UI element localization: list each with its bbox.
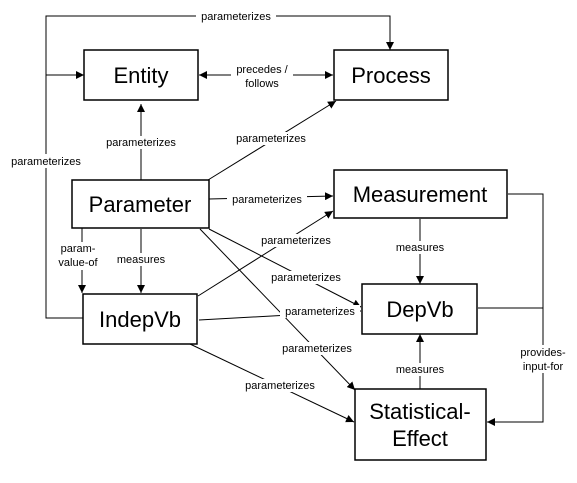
node-measurement: Measurement bbox=[333, 169, 508, 219]
label-indepvb-effect: parameterizes bbox=[245, 380, 315, 392]
label-parameter-depvb: parameterizes bbox=[271, 272, 341, 284]
node-label-entity: Entity bbox=[113, 63, 168, 88]
label-follows: follows bbox=[245, 78, 279, 90]
label-parameter-effect: parameterizes bbox=[282, 343, 352, 355]
nodes: Entity Process Parameter Measurement Ind… bbox=[71, 49, 508, 461]
label-indepvb-measurement: parameterizes bbox=[261, 235, 331, 247]
node-entity: Entity bbox=[83, 49, 199, 101]
node-process: Process bbox=[333, 49, 449, 101]
node-label-parameter: Parameter bbox=[89, 192, 192, 217]
label-param: param- bbox=[61, 243, 96, 255]
node-indepvb: IndepVb bbox=[82, 293, 198, 345]
label-indepvb-depvb: parameterizes bbox=[285, 306, 355, 318]
label-parameter-process: parameterizes bbox=[236, 133, 306, 145]
label-indepvb-entity: parameterizes bbox=[11, 156, 81, 168]
edge-indepvb-process-loop bbox=[45, 15, 394, 319]
edge-indepvb-measurement bbox=[197, 210, 334, 297]
label-measurement-depvb: measures bbox=[396, 242, 445, 254]
label-input-for: input-for bbox=[523, 361, 564, 373]
label-effect-depvb: measures bbox=[396, 364, 445, 376]
label-parameter-indepvb: measures bbox=[117, 254, 166, 266]
label-parameter-measurement: parameterizes bbox=[232, 194, 302, 206]
label-parameter-entity: parameterizes bbox=[106, 137, 176, 149]
edge-parameter-effect bbox=[199, 228, 356, 391]
edge-parameter-depvb bbox=[208, 228, 362, 308]
node-label-indepvb: IndepVb bbox=[99, 307, 181, 332]
label-precedes: precedes / bbox=[236, 64, 288, 76]
label-indepvb-process: parameterizes bbox=[201, 11, 271, 23]
node-label-effect: Effect bbox=[392, 426, 448, 451]
node-parameter: Parameter bbox=[71, 179, 210, 229]
node-statistical-effect: Statistical- Effect bbox=[354, 388, 487, 461]
edge-labels: parameterizes parameterizes precedes / f… bbox=[7, 10, 572, 392]
node-depvb: DepVb bbox=[361, 283, 478, 335]
node-label-depvb: DepVb bbox=[386, 297, 453, 322]
node-label-measurement: Measurement bbox=[353, 182, 488, 207]
label-value-of: value-of bbox=[58, 257, 98, 269]
node-label-process: Process bbox=[351, 63, 430, 88]
node-label-statistical: Statistical- bbox=[369, 399, 470, 424]
label-provides: provides- bbox=[520, 347, 566, 359]
